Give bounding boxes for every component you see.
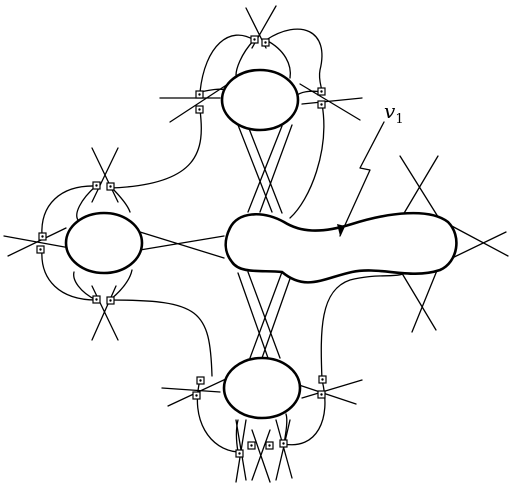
node-top <box>220 68 300 132</box>
node-left <box>64 211 144 275</box>
v1-subscript: 1 <box>395 112 403 127</box>
center-crossing-edges <box>139 124 293 359</box>
cross-rays <box>3 5 509 483</box>
v1-label: v1 <box>384 99 404 127</box>
center-blob-node <box>224 211 458 284</box>
v1-symbol: v <box>384 99 396 123</box>
ellipse-nodes <box>64 68 302 420</box>
small-vertices <box>36 35 327 458</box>
node-bottom <box>222 356 302 420</box>
curved-edges <box>41 28 411 453</box>
label-pointer <box>337 121 385 237</box>
